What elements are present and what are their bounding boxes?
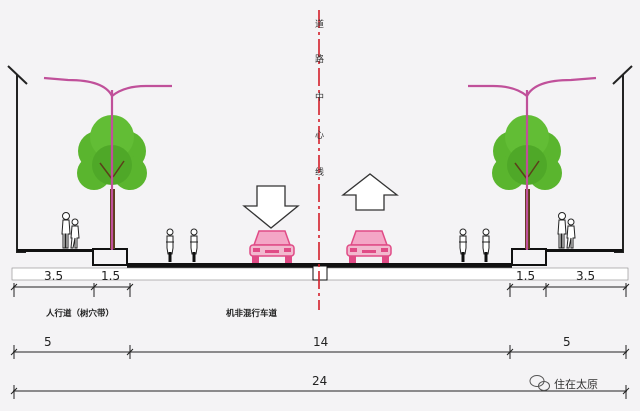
dimension-row-2 (10, 345, 630, 359)
right-street-lamp (468, 76, 597, 250)
left-building-edge (7, 65, 28, 253)
wechat-icon (529, 375, 550, 391)
dimension-row-3 (10, 385, 630, 399)
total-width: 24 (312, 374, 327, 388)
middle-section-width: 14 (313, 335, 328, 349)
centerline-char: 道 (315, 18, 324, 30)
right-tree-strip-width: 1.5 (516, 269, 535, 283)
centerline-char: 线 (315, 166, 324, 178)
right-sidewalk-width: 3.5 (576, 269, 595, 283)
dimension-row-1 (10, 283, 630, 297)
carriageway-caption: 机非混行车道 (226, 308, 278, 319)
left-tree-strip-width: 1.5 (101, 269, 120, 283)
watermark-text: 住在太原 (554, 377, 598, 391)
right-tree-pit (511, 248, 547, 266)
left-tree-pit (92, 248, 128, 266)
left-street-lamp (43, 76, 172, 250)
up-direction-arrow (341, 173, 399, 211)
centerline-char: 中 (315, 91, 324, 103)
watermark: 住在太原 (529, 375, 598, 391)
centerline-char: 心 (315, 130, 324, 141)
down-direction-arrow (242, 185, 300, 229)
left-section-width: 5 (44, 335, 52, 349)
cyclist (165, 228, 175, 263)
sidewalk-caption: 人行道（树穴带） (46, 308, 114, 319)
cyclist (481, 228, 491, 263)
right-building-edge (612, 65, 633, 253)
cyclist (189, 228, 199, 263)
left-sidewalk-width: 3.5 (44, 269, 63, 283)
center-drain (312, 265, 328, 281)
left-sidewalk-surface (17, 249, 93, 252)
right-sidewalk-surface (546, 249, 623, 252)
right-pedestrians (557, 212, 576, 249)
left-pedestrians (61, 212, 80, 249)
cyclist (458, 228, 468, 263)
car (346, 230, 392, 264)
centerline-char: 路 (315, 53, 324, 65)
car (249, 230, 295, 264)
right-section-width: 5 (563, 335, 571, 349)
